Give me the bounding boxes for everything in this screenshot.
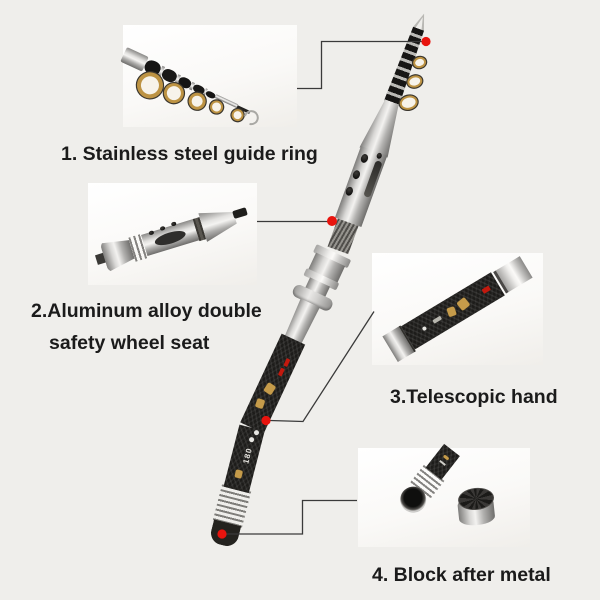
- marker-dot-3: [261, 415, 271, 426]
- label-reel-seat-line1: 2.Aluminum alloy double: [31, 300, 262, 322]
- callout-line-1: [297, 40, 423, 90]
- inset-photo-carbon-blank: [372, 253, 543, 365]
- marker-dot-4: [217, 529, 227, 539]
- inset-photo-reel-seat: [88, 183, 257, 285]
- inset-photo-guide-rings: [120, 25, 297, 128]
- inset-photo-end-cap: [358, 443, 530, 547]
- callout-line-4: [226, 499, 357, 535]
- label-telescopic-hand: 3.Telescopic hand: [390, 386, 558, 408]
- marker-dot-1: [421, 36, 431, 47]
- label-guide-ring: 1. Stainless steel guide ring: [61, 143, 318, 165]
- label-block-after-metal: 4. Block after metal: [372, 564, 551, 586]
- callout-line-3: [269, 311, 375, 423]
- marker-dot-2: [327, 216, 337, 226]
- label-reel-seat-line2: safety wheel seat: [49, 332, 210, 354]
